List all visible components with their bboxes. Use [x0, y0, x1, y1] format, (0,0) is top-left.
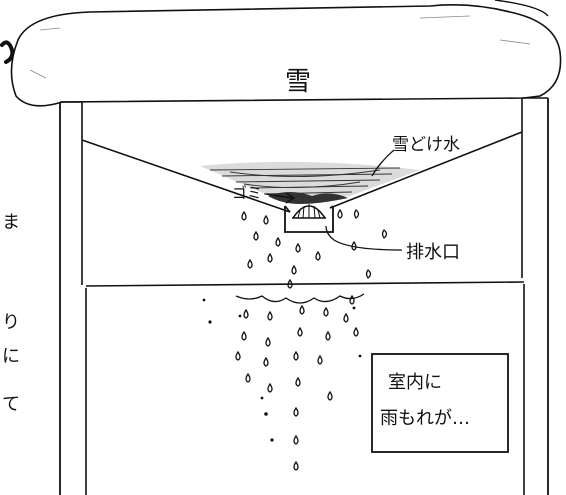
label-meltwater: 雪どけ水 [392, 135, 460, 155]
edge-fragment-3: に [2, 346, 20, 367]
leak-drop [235, 350, 241, 361]
droplet [337, 208, 343, 219]
leak-drop [243, 308, 249, 319]
droplet [241, 210, 247, 221]
leak-drop [293, 406, 299, 417]
label-snow: 雪 [285, 67, 311, 97]
leader-meltwater [371, 149, 395, 177]
leak-drop [343, 312, 349, 323]
leak-drop [317, 354, 323, 365]
droplet [295, 242, 301, 253]
leak-drop [293, 434, 299, 445]
droplet [267, 252, 273, 263]
leak-drop [241, 330, 247, 341]
leak-drop [263, 356, 269, 367]
note-box [371, 353, 509, 453]
droplet [263, 214, 269, 225]
building-walls [59, 97, 549, 495]
leak-specks [202, 298, 362, 442]
roof-line-left [81, 139, 291, 213]
droplet [253, 230, 259, 241]
droplet [349, 294, 355, 305]
droplet [291, 264, 297, 275]
note-line-1: 室内に [388, 372, 442, 393]
leak-drop [293, 350, 299, 361]
leak-drop [323, 306, 329, 317]
roof-line-right [329, 131, 523, 209]
leak-drop [245, 372, 251, 383]
droplet [381, 229, 388, 239]
droplet [315, 250, 321, 261]
droplet [247, 258, 253, 269]
drain-lip-left [284, 205, 291, 213]
drain-box [284, 206, 334, 233]
snow-texture [29, 15, 531, 79]
leak-drop [267, 310, 273, 321]
label-debris: ゴミ [232, 184, 262, 202]
dripping-leaks [235, 304, 359, 471]
meltwater-pool [200, 161, 420, 198]
droplet [353, 209, 360, 219]
drain-strainer-slots [297, 204, 321, 219]
leak-drop [299, 304, 305, 315]
edge-fragment-4: て [2, 394, 20, 415]
note-line-2: 雨もれが… [380, 408, 470, 429]
leak-drop [297, 326, 303, 337]
snow-mass [10, 4, 562, 107]
label-drain: 排水口 [406, 242, 460, 263]
leak-drop [265, 336, 271, 347]
ceiling-drip-edge [235, 293, 365, 304]
ceiling-line [85, 281, 525, 287]
top-arc-stroke [494, 0, 549, 17]
edge-fragment-2: り [2, 312, 20, 333]
edge-fragment-1: ま [2, 212, 20, 233]
leak-drop [325, 330, 331, 341]
leader-drain [325, 225, 403, 251]
cropped-stroke-top-left [0, 40, 15, 64]
leak-drop [293, 460, 299, 471]
droplet [275, 236, 281, 247]
water-droplets [241, 208, 388, 305]
left-edge-fragments: ま り に て [0, 40, 20, 415]
droplet [365, 269, 372, 279]
drain-lip-right [329, 205, 334, 209]
leader-debris-arrow [285, 192, 296, 204]
leader-debris [265, 193, 293, 199]
leak-drop [353, 326, 359, 337]
leak-drop [327, 390, 333, 401]
droplet [351, 240, 357, 251]
leak-drop [267, 382, 273, 393]
leak-drop [295, 376, 301, 387]
droplet [287, 278, 293, 289]
